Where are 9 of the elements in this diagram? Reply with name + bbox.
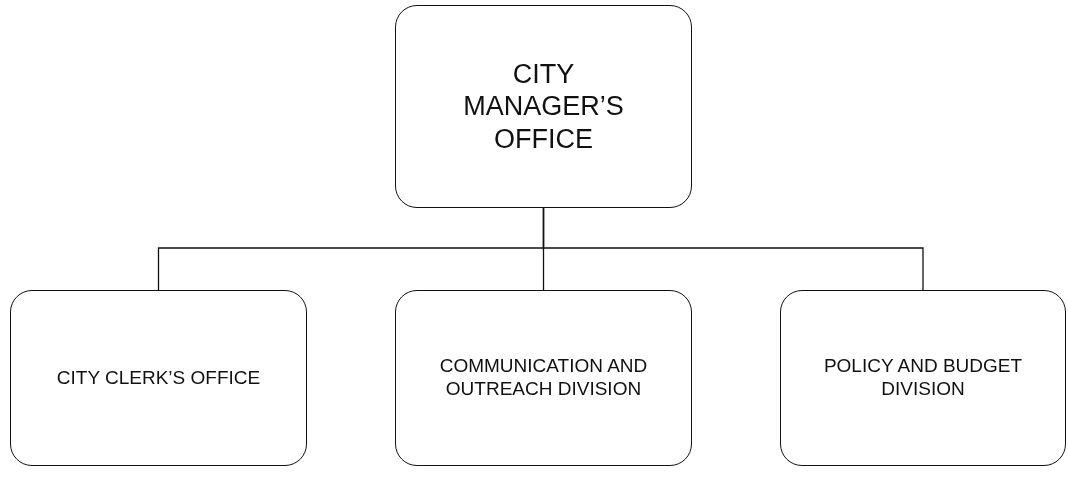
org-box bbox=[10, 290, 307, 466]
org-box bbox=[395, 290, 692, 466]
unit-name: COMMUNICATION AND OUTREACH DIVISION bbox=[438, 355, 649, 401]
unit-name: CITY MANAGER’S OFFICE bbox=[462, 57, 625, 156]
unit-name: POLICY AND BUDGET DIVISION bbox=[822, 355, 1024, 401]
unit-name: CITY CLERK’S OFFICE bbox=[56, 366, 261, 390]
org-box bbox=[780, 290, 1066, 466]
connector-line bbox=[542, 207, 924, 291]
org-box bbox=[395, 5, 692, 208]
